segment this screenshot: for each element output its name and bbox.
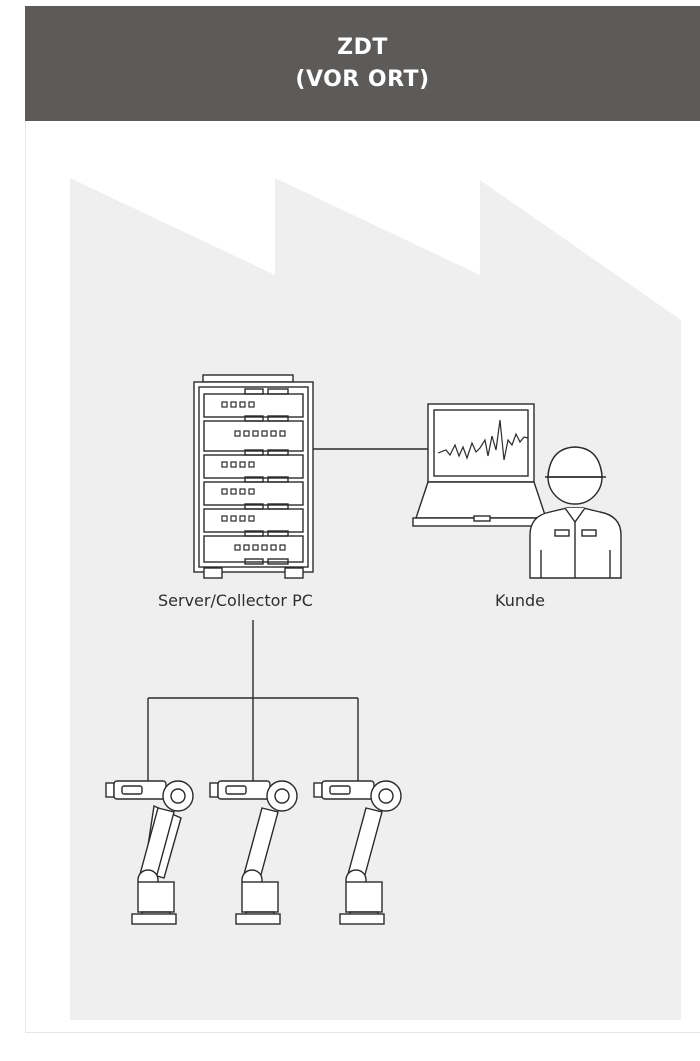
header-title: ZDT bbox=[337, 34, 388, 60]
header-subtitle: (VOR ORT) bbox=[295, 66, 430, 92]
engineer-icon bbox=[529, 446, 622, 579]
customer-label: Kunde bbox=[495, 591, 545, 610]
server-rack-icon bbox=[193, 374, 314, 579]
connector-lines bbox=[147, 448, 428, 784]
robot-arm-icon bbox=[105, 780, 194, 925]
laptop-icon bbox=[412, 403, 550, 527]
header-banner: ZDT (VOR ORT) bbox=[25, 6, 700, 121]
robot-arm-icon bbox=[313, 780, 402, 925]
server-label: Server/Collector PC bbox=[158, 591, 313, 610]
robot-arm-icon bbox=[209, 780, 298, 925]
diagram-frame bbox=[25, 6, 700, 1033]
